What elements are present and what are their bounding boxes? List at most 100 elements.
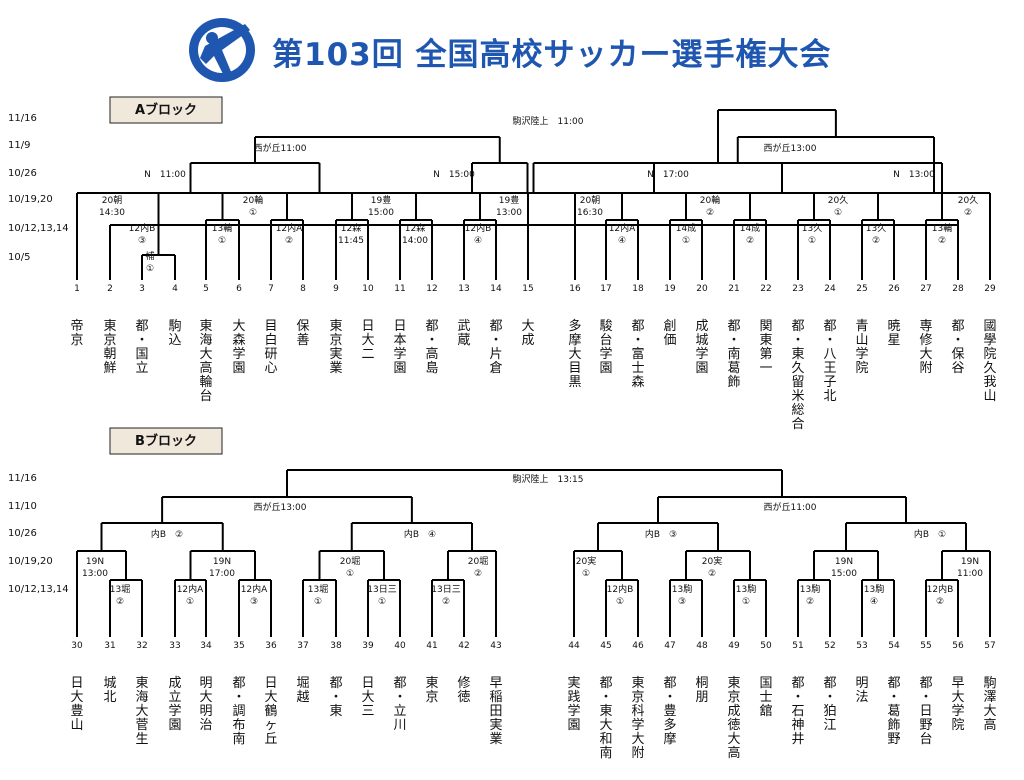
team-name: 都・保谷 — [951, 319, 964, 376]
round-date: 10/26 — [8, 168, 37, 179]
team-name: 明法 — [855, 676, 868, 705]
match-label: 12森 — [341, 222, 361, 234]
quarterfinal-venue: N 11:00 — [144, 170, 186, 180]
team-number: 28 — [952, 284, 964, 294]
team-number: 40 — [394, 641, 406, 651]
team-number: 38 — [330, 641, 342, 651]
match-label: 13駒 — [800, 583, 820, 595]
match-label: ② — [285, 236, 293, 246]
team-name: 堀越 — [296, 676, 309, 705]
match-label: ② — [936, 597, 944, 607]
team-name: 保善 — [296, 319, 309, 348]
team-name: 都・立川 — [393, 676, 406, 733]
block-name: Aブロック — [135, 102, 197, 118]
match-label: ④ — [474, 236, 482, 246]
team-number: 8 — [300, 284, 306, 294]
team-name: 暁星 — [887, 319, 900, 348]
team-number: 24 — [824, 284, 836, 294]
team-number: 11 — [394, 284, 405, 294]
team-name: 青山学院 — [855, 319, 868, 376]
team-number: 17 — [600, 284, 611, 294]
semi-venue: 西が丘11:00 — [764, 501, 817, 513]
team-number: 56 — [952, 641, 964, 651]
team-name: 修徳 — [457, 676, 470, 705]
match-label: ② — [708, 569, 716, 579]
team-name: 多摩大目黒 — [568, 318, 581, 390]
team-name: 都・石神井 — [791, 676, 804, 747]
match-label: 13日三 — [367, 584, 396, 595]
team-name: 國學院久我山 — [983, 319, 996, 404]
match-label: ① — [218, 236, 226, 246]
team-name: 早大学院 — [951, 676, 964, 733]
match-label: 12内A — [177, 583, 204, 595]
match-label: 13久 — [802, 222, 822, 234]
team-number: 15 — [522, 284, 533, 294]
match-label: ① — [249, 208, 257, 218]
match-label: ② — [442, 597, 450, 607]
final-venue: 駒沢陸上 13:15 — [513, 473, 584, 485]
team-name: 日大豊山 — [70, 676, 83, 733]
team-number: 4 — [172, 284, 178, 294]
match-label: 11:00 — [957, 569, 983, 579]
match-label: 20久 — [828, 194, 848, 206]
round-date: 11/16 — [8, 473, 37, 484]
match-label: 14成 — [740, 222, 760, 234]
quarterfinal-venue: 内B ② — [151, 528, 183, 540]
round-date: 10/5 — [8, 252, 30, 263]
team-name: 都・片倉 — [489, 319, 502, 376]
team-number: 2 — [107, 284, 113, 294]
match-label: 12内A — [609, 222, 636, 234]
match-label: ② — [706, 208, 714, 218]
team-name: 東京科学大附 — [631, 675, 644, 761]
team-number: 47 — [664, 641, 675, 651]
team-name: 帝京 — [70, 318, 83, 348]
team-number: 16 — [569, 284, 581, 294]
team-number: 18 — [632, 284, 644, 294]
team-number: 30 — [71, 641, 83, 651]
match-label: 20実 — [702, 555, 722, 567]
match-label: ② — [964, 208, 972, 218]
match-label: 13駒 — [864, 583, 884, 595]
team-number: 51 — [792, 641, 803, 651]
block-label-box — [109, 427, 223, 455]
team-number: 25 — [856, 284, 867, 294]
match-label: 13堀 — [308, 584, 328, 595]
match-label: 15:00 — [368, 208, 394, 218]
round-date: 10/26 — [8, 528, 37, 539]
match-label: 12内B — [607, 583, 634, 595]
page-title: 第103回 全国高校サッカー選手権大会 — [272, 37, 832, 73]
match-label: ① — [146, 264, 154, 274]
quarterfinal-venue: N 13:00 — [893, 170, 935, 180]
team-name: 日大鶴ヶ丘 — [264, 676, 277, 747]
team-number: 36 — [265, 641, 277, 651]
team-name: 日大三 — [361, 676, 374, 719]
quarterfinal-venue: 内B ① — [914, 528, 946, 540]
match-label: ① — [378, 597, 386, 607]
team-name: 国士舘 — [759, 676, 772, 719]
match-label: 20実 — [576, 555, 596, 567]
team-name: 実践学園 — [567, 675, 580, 733]
team-number: 32 — [136, 641, 147, 651]
team-number: 31 — [104, 641, 115, 651]
quarterfinal-venue: N 17:00 — [647, 170, 689, 180]
semi-venue: 西が丘11:00 — [254, 142, 307, 154]
match-label: 19豊 — [499, 194, 519, 206]
team-name: 桐朋 — [695, 676, 708, 705]
team-name: 東海大高輪台 — [199, 318, 212, 404]
match-label: 15:00 — [831, 569, 857, 579]
match-label: 13久 — [866, 222, 886, 234]
team-number: 52 — [824, 641, 835, 651]
match-label: 20朝 — [102, 195, 122, 206]
team-name: 大成 — [521, 319, 534, 348]
team-number: 34 — [200, 641, 212, 651]
team-name: 専修大附 — [919, 319, 932, 376]
match-label: ② — [872, 236, 880, 246]
round-date: 11/10 — [8, 501, 37, 512]
match-label: 20堀 — [468, 556, 488, 567]
team-number: 21 — [728, 284, 739, 294]
soccer-player-logo-icon — [189, 18, 255, 82]
team-number: 9 — [333, 284, 339, 294]
team-number: 46 — [632, 641, 644, 651]
team-name: 目白研心 — [264, 319, 277, 376]
match-label: 13輪 — [932, 222, 952, 234]
